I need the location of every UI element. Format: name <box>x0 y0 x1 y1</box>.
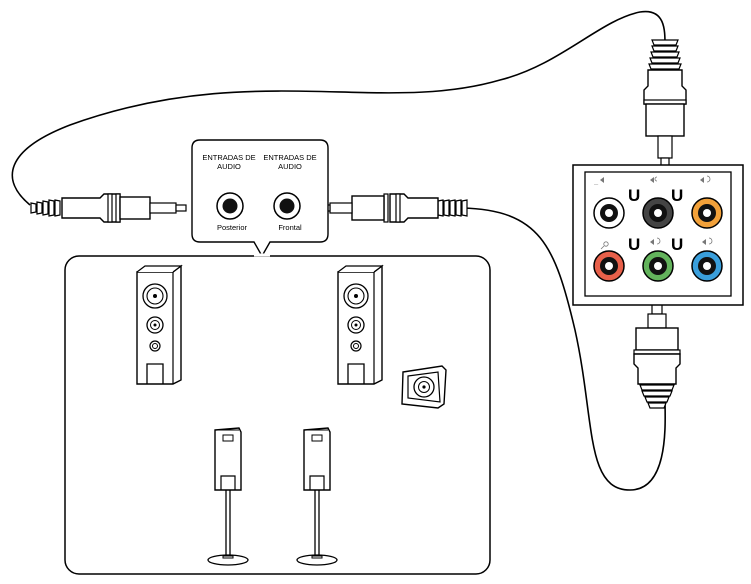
speaker-input-panel: ENTRADAS DE AUDIO ENTRADAS DE AUDIO Post… <box>191 139 329 258</box>
u-mark: U <box>671 235 683 254</box>
jack-white[interactable] <box>593 197 625 229</box>
center-sub-icon <box>650 176 658 183</box>
jack-blue[interactable] <box>691 250 723 282</box>
front-input-jack[interactable] <box>273 192 301 220</box>
cable-right-loop <box>461 207 666 491</box>
top-plug <box>643 39 687 173</box>
rear-speaker-icon <box>650 237 661 245</box>
speaker-system-box <box>64 253 491 575</box>
svg-text:〰: 〰 <box>594 182 599 187</box>
u-mark: U <box>628 235 640 254</box>
front-input-label-line2: AUDIO <box>278 162 302 171</box>
front-input-label-line1: ENTRADAS DE <box>263 153 316 162</box>
side-speaker-icon <box>702 237 713 245</box>
jack-red[interactable] <box>593 250 625 282</box>
rear-input-jack[interactable] <box>216 192 244 220</box>
line-out-icon <box>700 175 711 183</box>
rear-input-label-line1: ENTRADAS DE <box>202 153 255 162</box>
cable-left-loop <box>11 10 666 206</box>
rear-audio-panel: 〰 U U U U <box>572 164 744 306</box>
stand-speaker-left <box>207 427 249 566</box>
center-speaker <box>401 365 447 409</box>
jack-black[interactable] <box>642 197 674 229</box>
stand-speaker-right <box>296 427 338 566</box>
u-mark: U <box>628 186 640 205</box>
jack-green[interactable] <box>642 250 674 282</box>
rear-input-label-line2: AUDIO <box>217 162 241 171</box>
u-mark: U <box>671 186 683 205</box>
rear-jack-caption: Posterior <box>217 223 248 232</box>
right-plug <box>314 193 468 223</box>
front-jack-caption: Frontal <box>278 223 302 232</box>
line-in-icon: 〰 <box>594 177 604 187</box>
jack-orange[interactable] <box>691 197 723 229</box>
bottom-plug <box>633 291 681 409</box>
left-plug <box>30 193 187 223</box>
mic-icon <box>600 241 609 250</box>
tower-speaker-left <box>136 264 183 385</box>
tower-speaker-right <box>337 264 384 385</box>
